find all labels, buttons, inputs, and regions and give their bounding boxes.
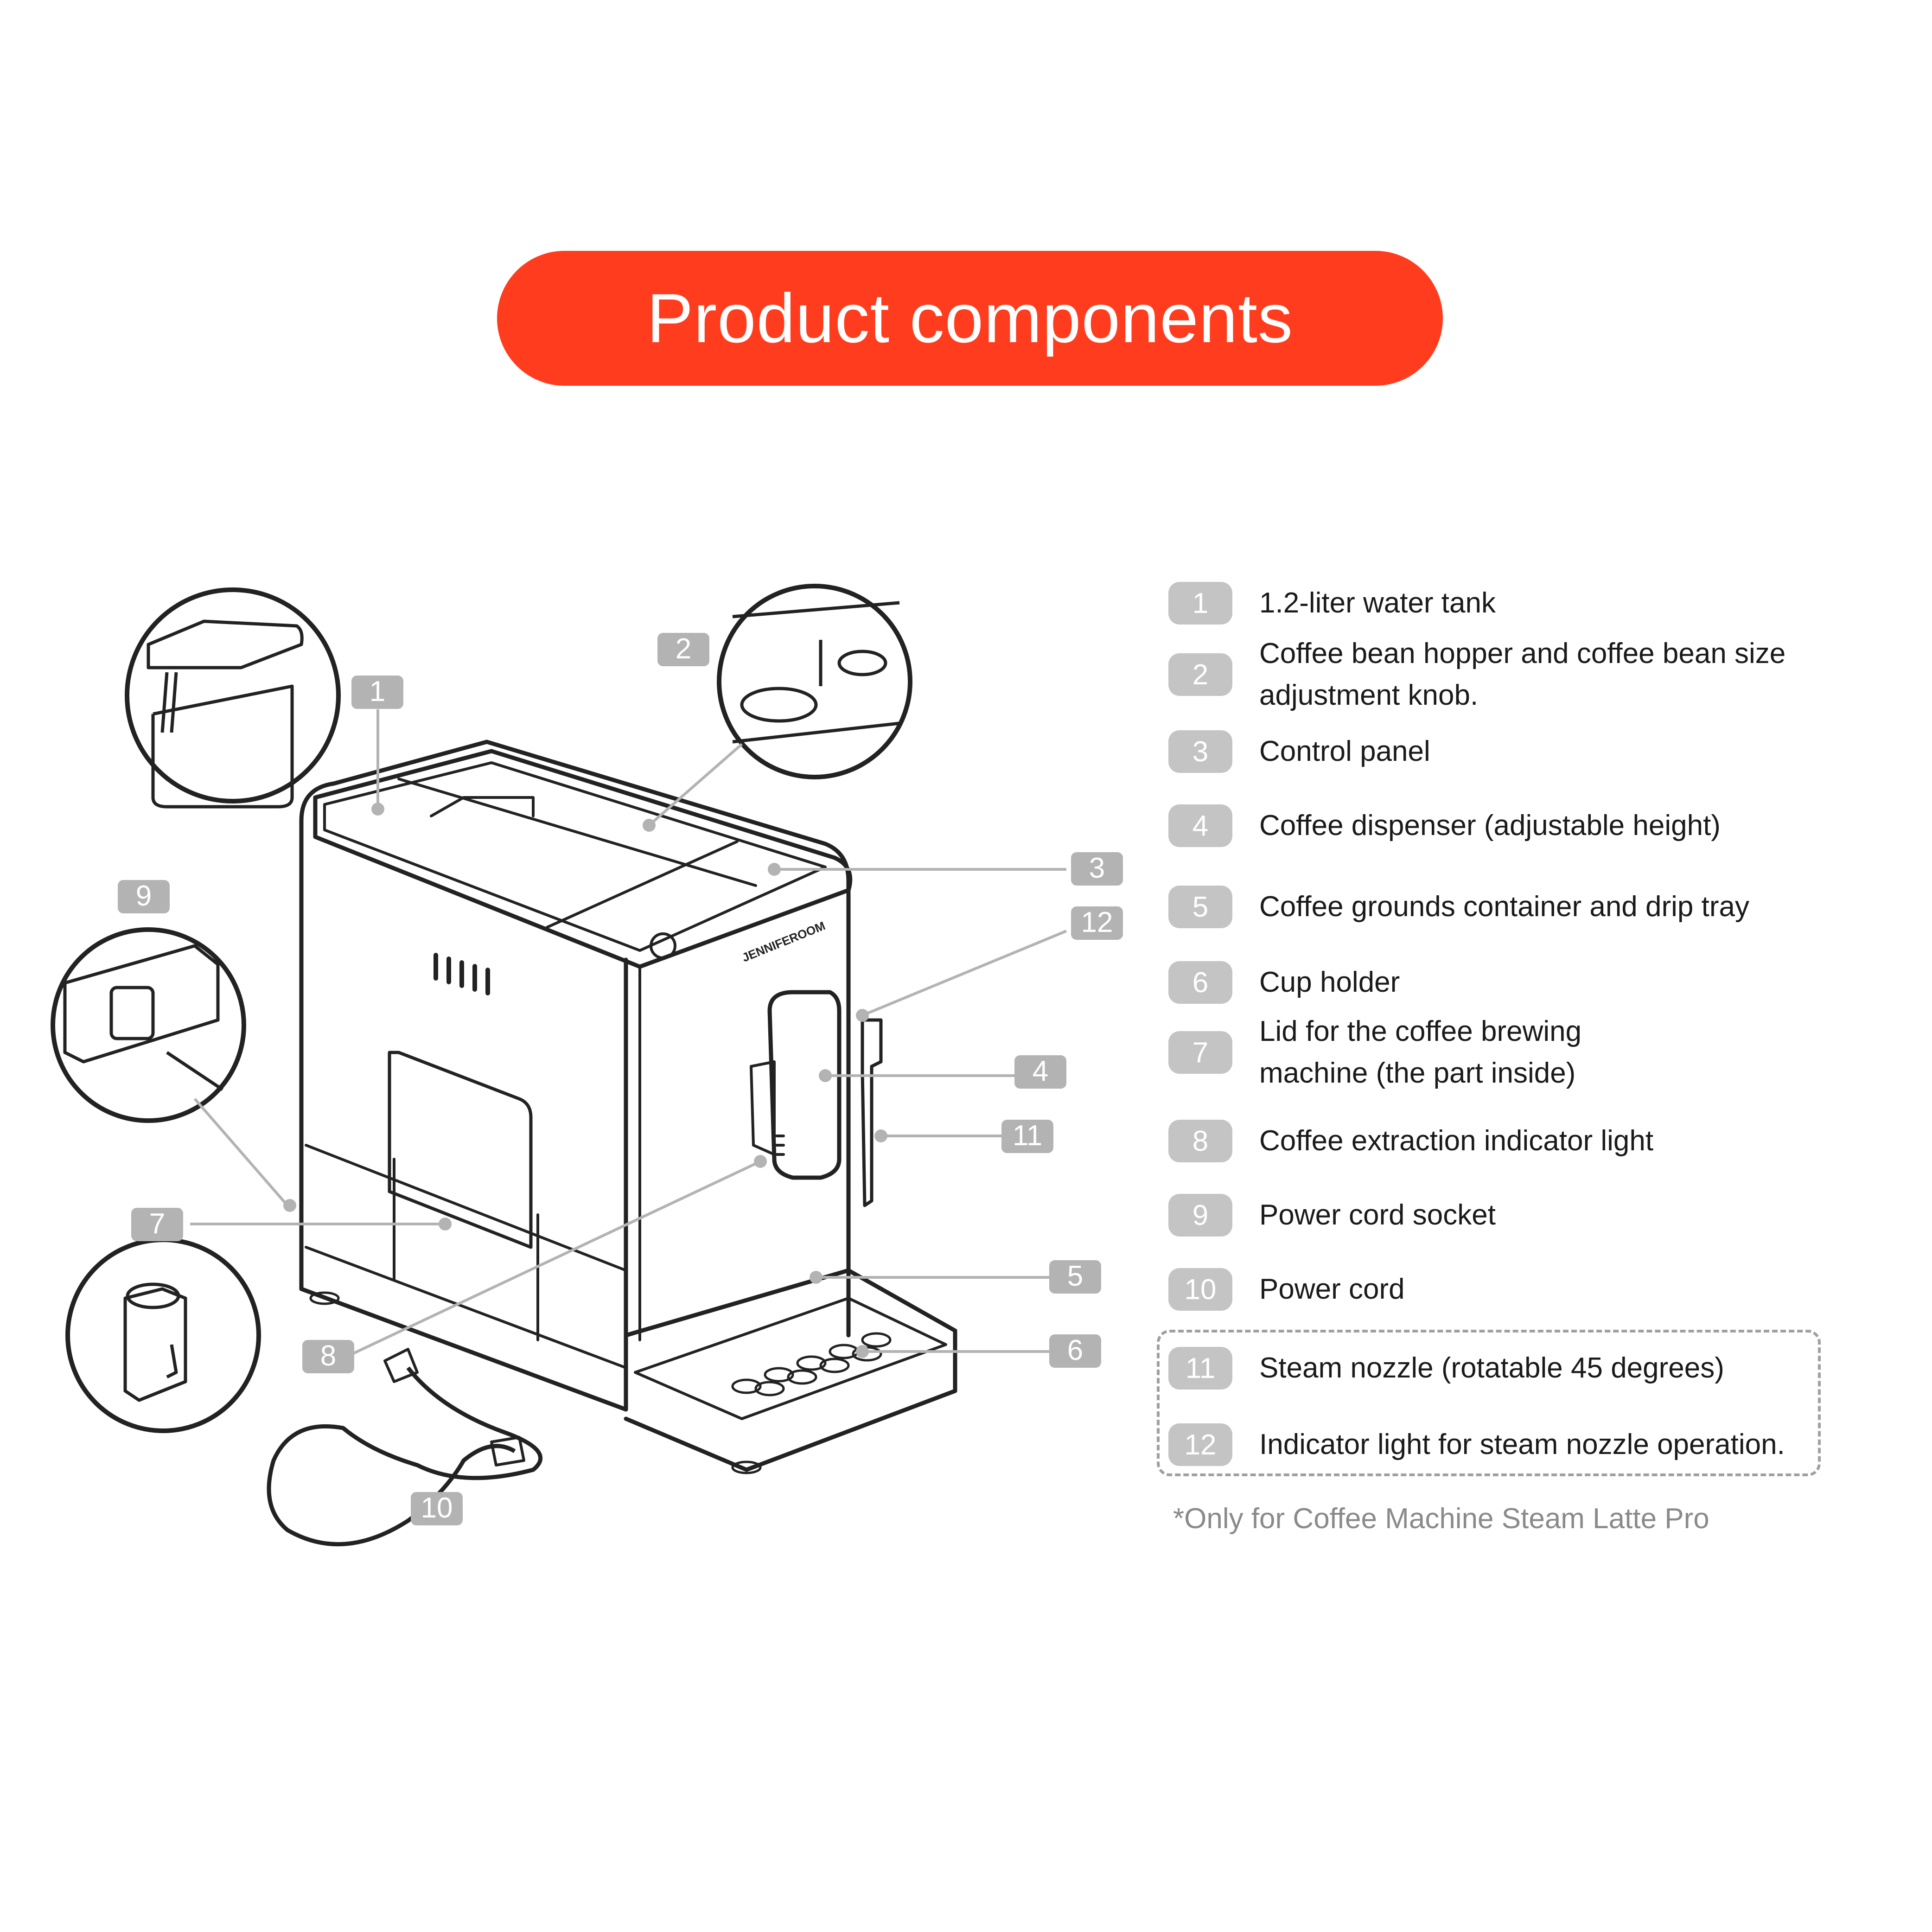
legend-text: Control panel	[1259, 735, 1430, 767]
legend-badge: 10	[1168, 1268, 1232, 1311]
legend-text: Power cord	[1259, 1273, 1405, 1305]
legend-item: 9 Power cord socket	[1168, 1194, 1806, 1237]
callout-10: 10	[411, 1492, 463, 1525]
legend-item: 5 Coffee grounds container and drip tray	[1168, 886, 1806, 928]
page-title: Product components	[647, 279, 1293, 357]
legend-item: 12 Indicator light for steam nozzle oper…	[1168, 1423, 1806, 1466]
callout-11: 11	[1001, 1120, 1053, 1153]
legend-text: Cup holder	[1259, 966, 1400, 998]
legend-badge: 4	[1168, 804, 1232, 847]
legend-text: 1.2-liter water tank	[1259, 587, 1496, 619]
legend-badge: 1	[1168, 582, 1232, 625]
legend-text: Lid for the coffee brewing machine (the …	[1259, 1015, 1582, 1089]
hopper-lid-divider	[397, 778, 757, 887]
legend-item: 1 1.2-liter water tank	[1168, 582, 1806, 625]
legend-badge: 8	[1168, 1120, 1232, 1162]
legend-badge: 11	[1168, 1347, 1232, 1390]
machine-body	[299, 740, 851, 1412]
legend-text: Power cord socket	[1259, 1199, 1496, 1231]
legend-item: 2 Coffee bean hopper and coffee bean siz…	[1168, 633, 1806, 716]
legend-badge: 12	[1168, 1423, 1232, 1466]
legend-badge: 2	[1168, 653, 1232, 696]
machine-top-rim	[313, 749, 853, 969]
steam-models-box	[1157, 1330, 1821, 1476]
legend-badge: 7	[1168, 1031, 1232, 1074]
callout-8: 8	[302, 1340, 354, 1373]
legend-item: 10 Power cord	[1168, 1268, 1806, 1311]
footnote: *Only for Coffee Machine Steam Latte Pro	[1173, 1503, 1709, 1535]
legend-badge: 9	[1168, 1194, 1232, 1237]
legend-item: 7 Lid for the coffee brewing machine (th…	[1168, 1011, 1677, 1094]
legend-item: 11 Steam nozzle (rotatable 45 degrees)	[1168, 1347, 1806, 1390]
legend-badge: 3	[1168, 730, 1232, 773]
legend-text: Indicator light for steam nozzle operati…	[1259, 1428, 1785, 1460]
title-banner: Product components	[497, 251, 1443, 386]
zoom-brewing-lid	[65, 1237, 261, 1433]
legend-text: Coffee bean hopper and coffee bean size …	[1259, 638, 1786, 711]
legend-item: 3 Control panel	[1168, 730, 1806, 773]
legend-badge: 5	[1168, 886, 1232, 928]
legend-item: 8 Coffee extraction indicator light	[1168, 1120, 1806, 1162]
callout-5: 5	[1049, 1260, 1101, 1294]
callout-2: 2	[657, 633, 709, 666]
legend-text: Coffee extraction indicator light	[1259, 1125, 1654, 1157]
callout-6: 6	[1049, 1334, 1101, 1368]
callout-9: 9	[118, 880, 170, 913]
legend-badge: 6	[1168, 961, 1232, 1004]
callout-7: 7	[131, 1208, 183, 1241]
callout-4: 4	[1014, 1055, 1066, 1089]
zoom-bean-hopper	[717, 584, 912, 779]
legend-text: Coffee dispenser (adjustable height)	[1259, 810, 1721, 842]
callout-3: 3	[1071, 852, 1123, 886]
legend-text: Coffee grounds container and drip tray	[1259, 891, 1749, 923]
legend-text: Steam nozzle (rotatable 45 degrees)	[1259, 1352, 1724, 1384]
zoom-water-tank	[125, 587, 341, 803]
legend-item: 4 Coffee dispenser (adjustable height)	[1168, 804, 1806, 847]
callout-12: 12	[1071, 906, 1123, 940]
legend-item: 6 Cup holder	[1168, 961, 1806, 1004]
coffee-dispenser	[767, 990, 842, 1180]
power-cord	[267, 1366, 543, 1547]
callout-1: 1	[351, 676, 403, 709]
steam-nozzle	[861, 1018, 883, 1207]
